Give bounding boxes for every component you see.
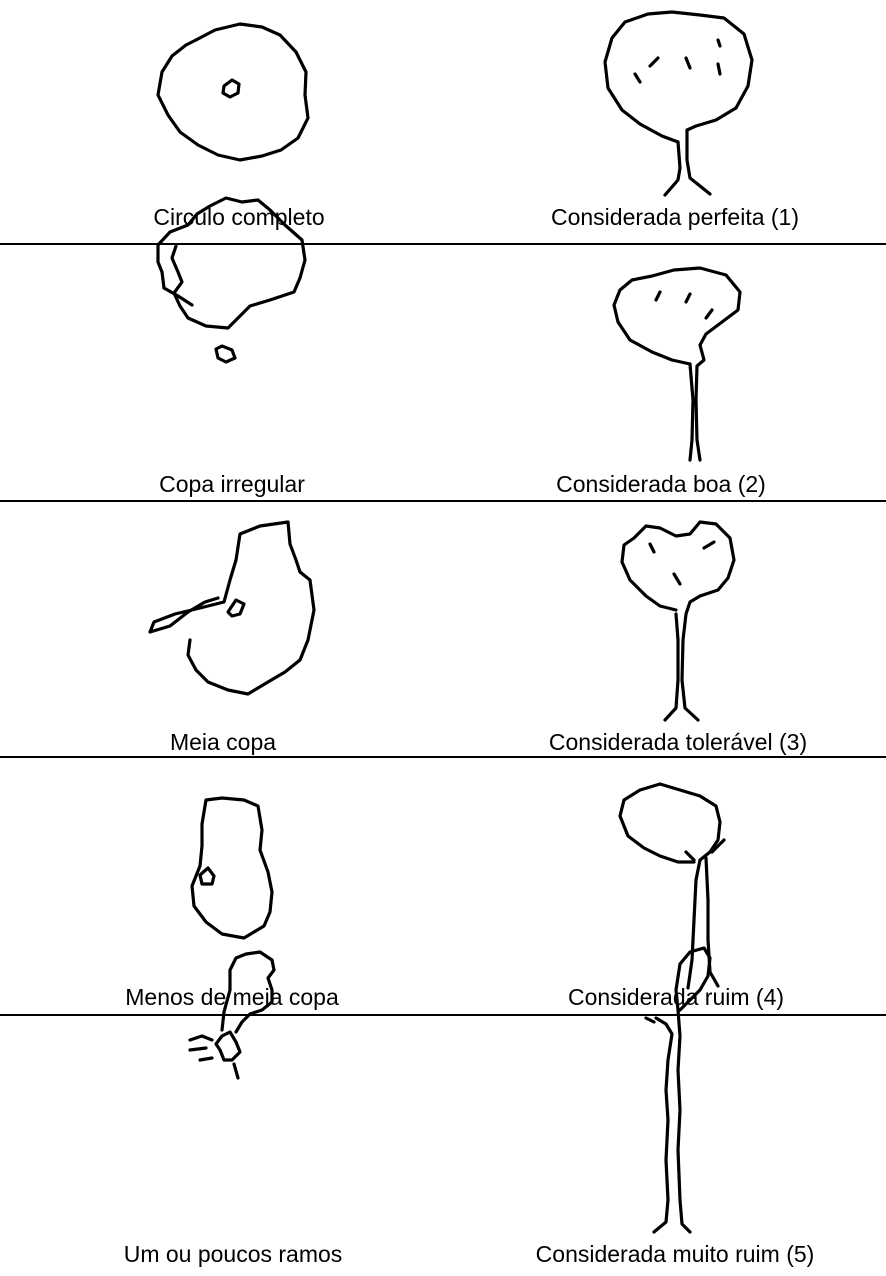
crown-shape-5 [188,950,276,1080]
crown-shape-1 [156,22,310,162]
crown-shape-3 [148,520,316,696]
row-divider-3 [0,756,886,758]
tree-label-5: Considerada muito ruim (5) [535,1241,815,1267]
tree-label-1: Considerada perfeita (1) [550,204,800,230]
crown-label-2: Copa irregular [159,471,305,497]
tree-drawing-3 [620,520,736,722]
row-divider-4 [0,1014,886,1016]
row-divider-1 [0,243,886,245]
crown-label-3: Meia copa [169,729,277,755]
crown-label-1: Circulo completo [153,204,325,230]
tree-drawing-5 [644,946,712,1234]
crown-shape-4 [190,796,274,940]
tree-label-3: Considerada tolerável (3) [548,729,808,755]
crown-label-5: Um ou poucos ramos [123,1241,343,1267]
crown-shape-2 [156,196,307,364]
tree-drawing-1 [603,10,754,197]
tree-label-4: Considerada ruim (4) [567,984,785,1010]
crown-label-4: Menos de meia copa [125,984,339,1010]
tree-label-2: Considerada boa (2) [556,471,766,497]
row-divider-2 [0,500,886,502]
tree-drawing-2 [612,266,742,462]
tree-drawing-4 [618,782,726,990]
